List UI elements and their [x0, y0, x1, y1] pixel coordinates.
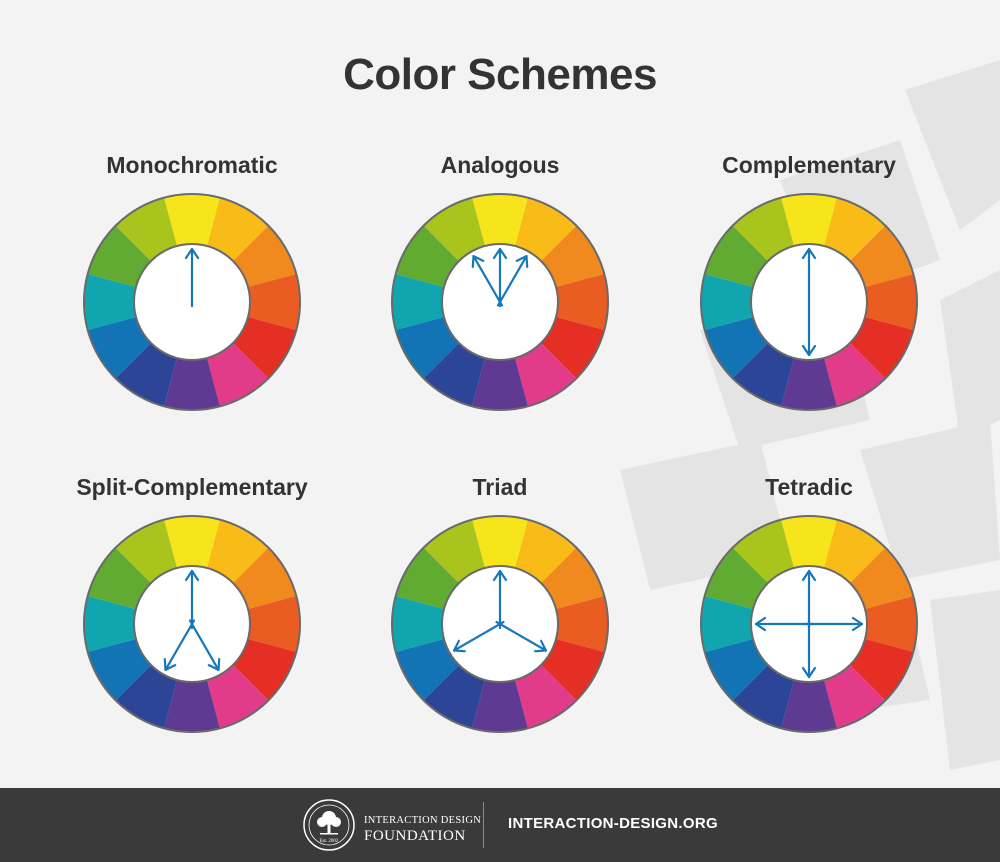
brand-name-line2: FOUNDATION — [364, 828, 466, 844]
scheme-label: Split-Complementary — [76, 474, 308, 500]
scheme-panel: Split-Complementary — [42, 472, 342, 734]
color-wheel — [83, 515, 301, 733]
wheel-segment — [701, 596, 753, 652]
color-wheel — [391, 515, 609, 733]
wheel-segment — [556, 596, 608, 652]
scheme-arrow — [163, 619, 196, 671]
scheme-arrow — [803, 616, 864, 632]
scheme-arrow — [801, 618, 817, 679]
scheme-label: Analogous — [440, 152, 560, 178]
page-title: Color Schemes — [343, 50, 657, 99]
scheme-arrow — [801, 569, 817, 630]
scheme-arrow — [492, 569, 508, 630]
wheel-segment — [865, 596, 917, 652]
wheel-segment — [781, 194, 837, 246]
wheel-segment — [781, 516, 837, 568]
scheme-arrow — [754, 616, 815, 632]
wheel-outer-border — [83, 515, 301, 733]
color-wheel — [700, 515, 918, 733]
footer: Est. 2002 INTERACTION DESIGN FOUNDATION … — [0, 788, 1000, 862]
scheme-label: Complementary — [722, 152, 896, 178]
wheel-segment — [248, 274, 300, 330]
wheel-outer-border — [700, 193, 918, 411]
wheel-segment — [83, 274, 136, 330]
scheme-arrow — [496, 255, 529, 307]
scheme-panel: Triad — [350, 472, 650, 734]
scheme-arrow — [801, 300, 817, 357]
wheel-segment — [472, 194, 528, 246]
scheme-arrow — [184, 247, 200, 308]
wheel-outer-border — [391, 515, 609, 733]
wheel-segment — [164, 516, 220, 568]
wheel-segment — [472, 516, 528, 568]
scheme-arrow — [801, 247, 817, 304]
color-wheel — [391, 193, 609, 411]
scheme-label: Monochromatic — [106, 152, 278, 178]
scheme-panel: Complementary — [659, 150, 959, 412]
scheme-arrow — [492, 247, 508, 308]
tree-seal-icon: Est. 2002 — [303, 799, 355, 851]
wheel-segment — [392, 596, 444, 652]
color-wheel — [83, 193, 301, 411]
wheel-segment — [701, 274, 753, 330]
wheel-segment — [164, 680, 220, 732]
scheme-arrow — [188, 619, 221, 671]
color-wheel — [700, 193, 918, 411]
wheel-segment — [781, 358, 837, 410]
seal-text: Est. 2002 — [320, 839, 339, 844]
wheel-outer-border — [83, 193, 301, 411]
wheel-segment — [865, 274, 917, 330]
wheel-segment — [472, 358, 528, 410]
wheel-segment — [781, 680, 837, 732]
wheel-segment — [392, 274, 444, 330]
wheel-outer-border — [391, 193, 609, 411]
footer-url-link[interactable]: INTERACTION-DESIGN.ORG — [508, 815, 718, 832]
wheel-segment — [248, 596, 300, 652]
scheme-arrow — [495, 620, 547, 653]
scheme-label: Tetradic — [765, 474, 853, 500]
wheel-segment — [164, 194, 220, 246]
brand-name-line1: INTERACTION DESIGN — [364, 815, 482, 826]
scheme-panel: Monochromatic — [42, 150, 342, 412]
wheel-segment — [472, 680, 528, 732]
scheme-panel: Tetradic — [659, 472, 959, 734]
scheme-label: Triad — [472, 474, 528, 500]
scheme-panel: Analogous — [350, 150, 650, 412]
wheel-segment — [556, 274, 608, 330]
footer-divider — [483, 802, 484, 848]
wheel-outer-border — [700, 515, 918, 733]
wheel-segment — [164, 358, 220, 410]
scheme-arrow — [453, 620, 505, 653]
scheme-arrow — [471, 255, 504, 307]
wheel-segment — [83, 596, 136, 652]
scheme-arrow — [184, 569, 200, 630]
